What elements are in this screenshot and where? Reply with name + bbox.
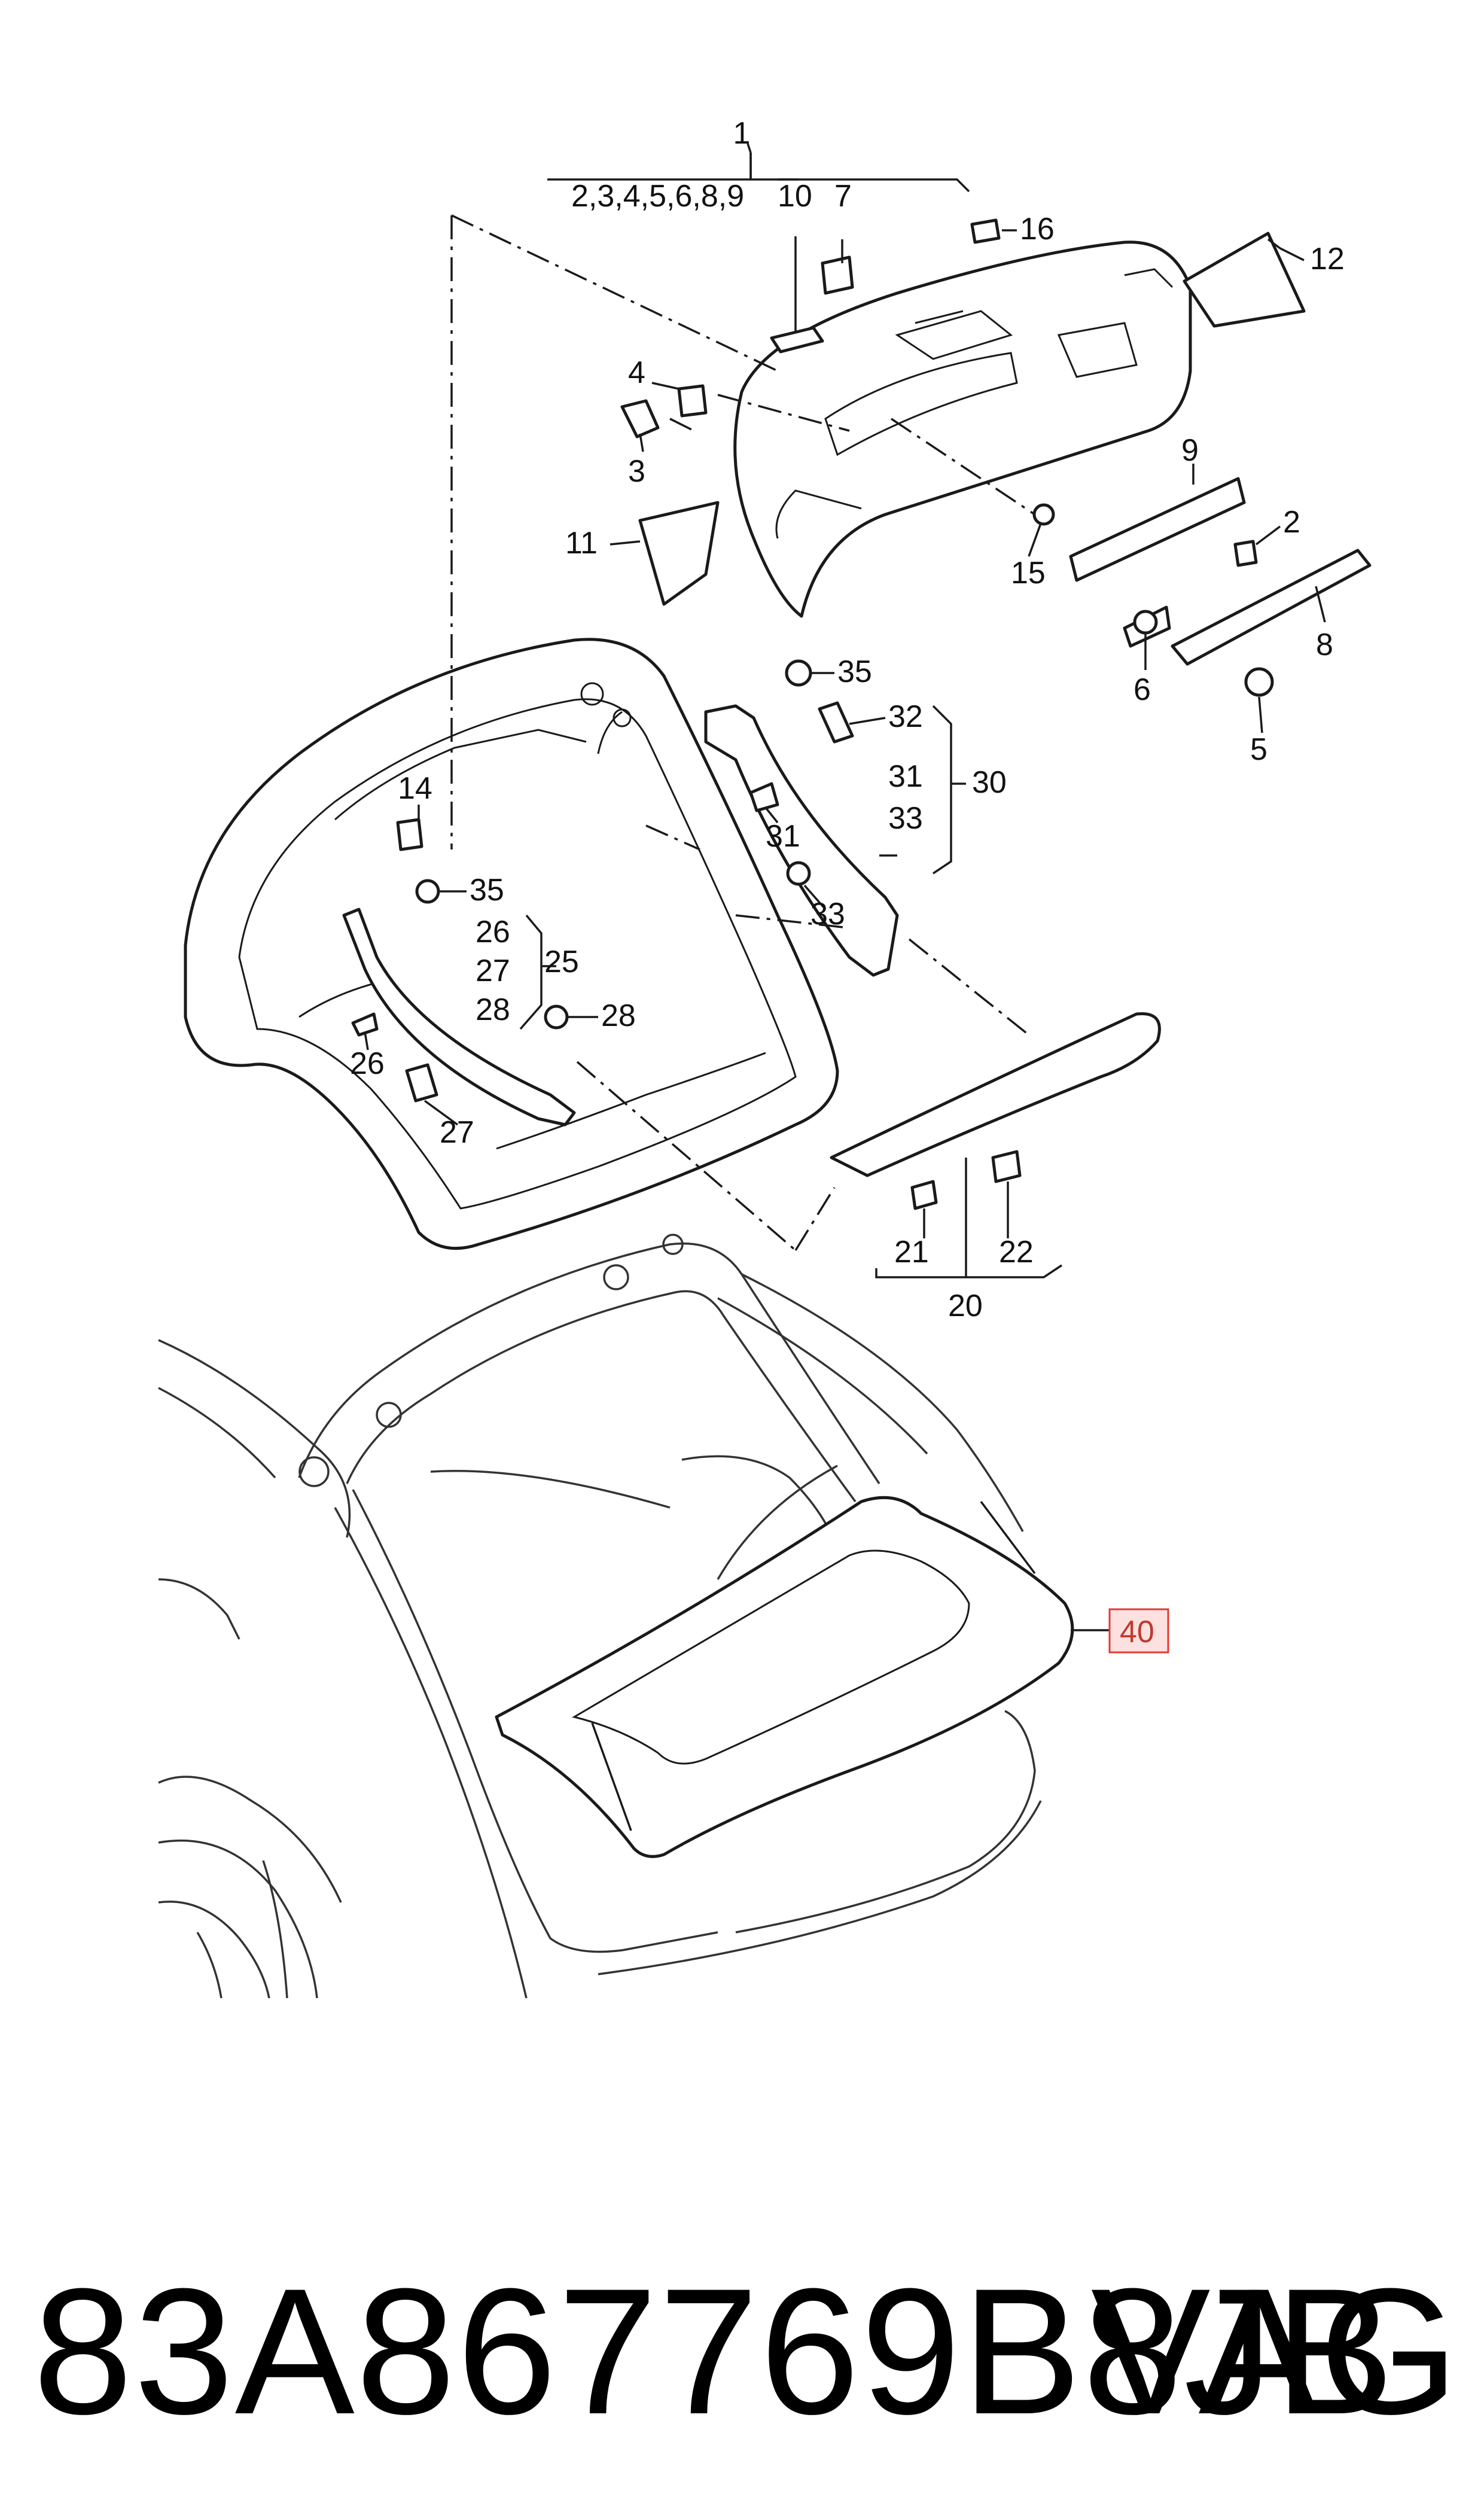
part-25-trim — [342, 908, 576, 1126]
assembly-lines — [450, 214, 1035, 1252]
part-11-shape — [638, 501, 720, 606]
callout-15: 15 — [1011, 556, 1046, 590]
part-5-shape — [1244, 667, 1274, 697]
part-35a-shape — [785, 659, 812, 687]
callout-26b: 26 — [350, 1046, 385, 1081]
callout-26a: 26 — [476, 915, 510, 949]
callout-35a: 35 — [837, 654, 872, 689]
callout-12: 12 — [1310, 242, 1345, 276]
part-3-shape — [620, 399, 660, 439]
callout-25: 25 — [544, 945, 579, 979]
part-number: 83A867769B8JB — [33, 2251, 1395, 2452]
callout-33b: 33 — [810, 897, 845, 931]
callout-9: 9 — [1181, 433, 1199, 468]
part-10-shape — [770, 326, 824, 354]
footer: 83A867769B8JB VAG — [0, 2237, 1484, 2453]
callout-35b: 35 — [470, 873, 504, 908]
callout-3: 3 — [628, 454, 645, 489]
callout-labels: 1 2,3,4,5,6,8,9 10 7 16 12 4 3 11 9 15 2… — [350, 116, 1345, 1649]
callout-31b: 31 — [766, 819, 800, 854]
callout-28b: 28 — [601, 998, 636, 1033]
callout-7: 7 — [834, 179, 852, 214]
part-6-clip — [1133, 610, 1158, 635]
callout-10: 10 — [778, 179, 812, 214]
callout-33a: 33 — [888, 801, 923, 836]
callout-31a: 31 — [888, 759, 923, 794]
callout-2: 2 — [1283, 505, 1300, 540]
callout-16: 16 — [1020, 212, 1055, 246]
part-14-shape — [396, 818, 423, 851]
part-40-shape — [495, 1496, 1110, 1858]
highlight-box-40 — [1108, 1608, 1169, 1654]
callout-40: 40 — [1120, 1615, 1154, 1649]
part-8-shape — [1171, 549, 1372, 666]
part-12-shape — [1183, 232, 1306, 328]
brand-name: VAG — [1090, 2251, 1460, 2452]
tailgate-trim-panel — [733, 240, 1192, 618]
part-2-shape — [1233, 540, 1258, 567]
callout-30: 30 — [972, 765, 1007, 800]
part-9-shape — [1069, 477, 1246, 582]
callout-22: 22 — [999, 1235, 1034, 1269]
callout-11: 11 — [565, 526, 598, 561]
callout-1: 1 — [733, 116, 751, 151]
part-32-shape — [818, 701, 854, 744]
part-20-shelf — [830, 1012, 1161, 1210]
callout-21: 21 — [894, 1235, 929, 1269]
part-35b-shape — [415, 879, 440, 904]
part-33-shape — [786, 861, 811, 886]
callout-20: 20 — [948, 1289, 983, 1323]
part-31-shape — [749, 782, 779, 812]
part-15-shape — [1032, 503, 1055, 526]
part-7-shape — [821, 255, 854, 295]
part-30-trim — [704, 704, 899, 977]
part-16-shape — [970, 218, 1001, 244]
part-4-shape — [677, 384, 708, 418]
part-26-shape — [351, 1012, 379, 1037]
callout-27a: 27 — [476, 954, 510, 988]
callout-1-list: 2,3,4,5,6,8,9 — [571, 179, 744, 214]
car-rear-outline — [158, 1234, 1042, 1999]
callout-4: 4 — [628, 355, 645, 390]
part-27-shape — [405, 1063, 438, 1103]
callout-27b: 27 — [440, 1115, 474, 1150]
callout-8: 8 — [1316, 628, 1333, 662]
callout-28a: 28 — [476, 992, 510, 1027]
callout-32: 32 — [888, 699, 923, 734]
callout-14: 14 — [398, 771, 432, 806]
callout-5: 5 — [1250, 732, 1267, 767]
leader-lines — [364, 153, 1326, 1278]
part-28-shape — [544, 1004, 569, 1030]
callout-6: 6 — [1133, 672, 1151, 707]
